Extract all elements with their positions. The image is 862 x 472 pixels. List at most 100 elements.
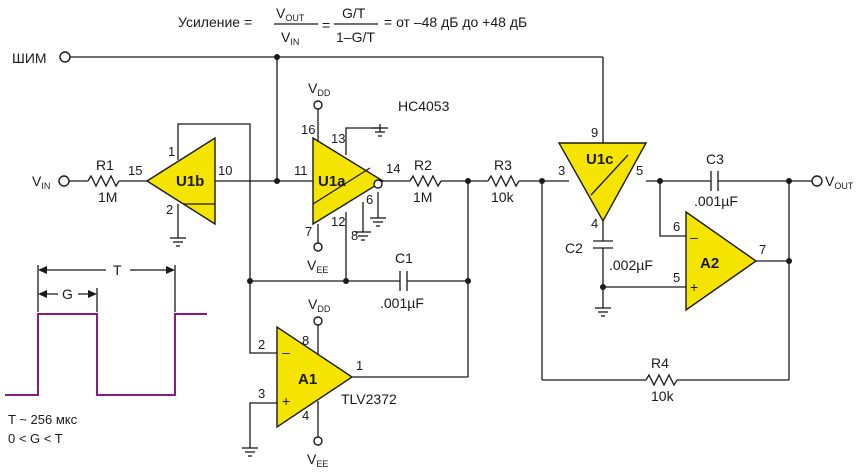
c2-name: C2 [565,240,583,256]
ground-icon [170,237,186,247]
c1-name: C1 [395,250,413,266]
wire [249,402,277,448]
pin-label: 8 [302,333,309,348]
pin-label: 7 [759,242,766,257]
resistor-r2 [409,174,442,188]
switch-u1a [312,136,385,226]
vout-terminal [811,175,823,187]
opamp-a1 [276,325,354,429]
opamp-a2 [685,210,758,312]
r3-name: R3 [494,157,512,173]
u1a-vdd-terminal [313,100,323,110]
formula-gain-label: Усиление = [178,14,252,30]
r1-name: R1 [96,157,114,173]
a1-plus-sign: + [282,393,290,409]
pwm-terminal [59,51,71,63]
formula-vin: VIN [281,29,299,47]
u1a-vee-label: VEE [307,257,328,275]
pin-label: 16 [301,122,315,137]
switch-u1c-label: U1c [586,151,614,168]
pin-label: 6 [673,219,680,234]
arrow-left-icon [38,266,47,274]
formula-numerator: G/T [342,5,366,21]
switch-u1c-contact [590,154,629,196]
junction [274,54,280,60]
pin-label: 15 [128,163,142,178]
timing-note-range: 0 < G < T [8,431,63,446]
opamp-part-label: TLV2372 [341,391,397,407]
ground-icon [372,124,388,137]
pin-label: 2 [258,337,265,352]
pin-label: 5 [673,270,680,285]
wire-u1b-a1 [177,123,277,354]
r4-value: 10k [651,388,675,404]
u1a-vdd-label: VDD [308,80,331,98]
a1-vee-terminal [313,436,323,446]
vin-terminal [58,175,70,187]
opamp-a1-label: A1 [298,371,317,388]
ground-icon [355,231,371,241]
a2-plus-sign: + [690,279,698,295]
r2-value: 1M [413,189,432,205]
timing-note-period: T ~ 256 мкс [8,412,78,427]
pin-label: 3 [558,163,565,178]
wire-a2-minus [659,181,686,237]
pin-label: 4 [591,216,598,231]
c3-name: C3 [706,151,724,167]
switch-u1a-label: U1a [318,173,346,190]
chip-label: HC4053 [398,98,450,114]
opamp-a2-label: A2 [700,255,719,272]
a1-minus-sign: – [282,344,290,360]
r4-name: R4 [651,355,669,371]
ground-icon [595,307,611,317]
vin-label: VIN [32,173,50,191]
resistor-r3 [487,174,520,188]
pin-label: 11 [294,163,308,178]
pin-label: 4 [302,408,309,423]
switch-u1a-contact [312,167,371,205]
formula-vout: VOUT [276,5,305,23]
pin-label: 2 [166,202,173,217]
pwm-timing-diagram: T G T ~ 256 мкс 0 < G < T [5,262,207,446]
arrow-right-icon [166,266,175,274]
r1-value: 1M [98,189,117,205]
switch-u1a-bubble [373,179,383,189]
r2-name: R2 [414,157,432,173]
pwm-label: ШИМ [12,50,47,66]
switch-u1b-label: U1b [176,173,204,190]
pin-label: 1 [168,144,175,159]
ground-icon [242,447,258,457]
formula-range: = от –48 дБ до +48 дБ [384,14,527,30]
timing-t-label: T [113,262,122,278]
vout-label: VOUT [825,173,854,191]
formula-denominator: 1–G/T [336,29,375,45]
a2-minus-sign: – [690,229,698,245]
pin-label: 9 [591,125,598,140]
pin-label: 6 [366,192,373,207]
arrow-left-icon [38,290,47,298]
a1-vdd-terminal [313,316,323,326]
wire [345,127,380,155]
pin-label: 13 [331,131,345,146]
pin-label: 8 [351,228,358,243]
pin-label: 14 [386,161,400,176]
c3-value: .001µF [694,193,738,209]
resistor-r1 [87,174,120,188]
junction [274,178,280,184]
pwm-waveform [5,313,207,396]
pin-label: 7 [305,224,312,239]
ground-icon [370,217,386,227]
arrow-right-icon [88,290,97,298]
pin-label: 10 [218,163,232,178]
a1-vdd-label: VDD [308,296,331,314]
pin-label: 1 [356,358,363,373]
u1a-vee-terminal [313,242,323,252]
c2-value: .002µF [609,257,653,273]
pin-label: 5 [636,163,643,178]
resistor-r4 [645,373,678,387]
timing-g-label: G [62,286,73,302]
pin-label: 12 [331,214,345,229]
pin-label: 3 [258,386,265,401]
r3-value: 10k [491,189,515,205]
